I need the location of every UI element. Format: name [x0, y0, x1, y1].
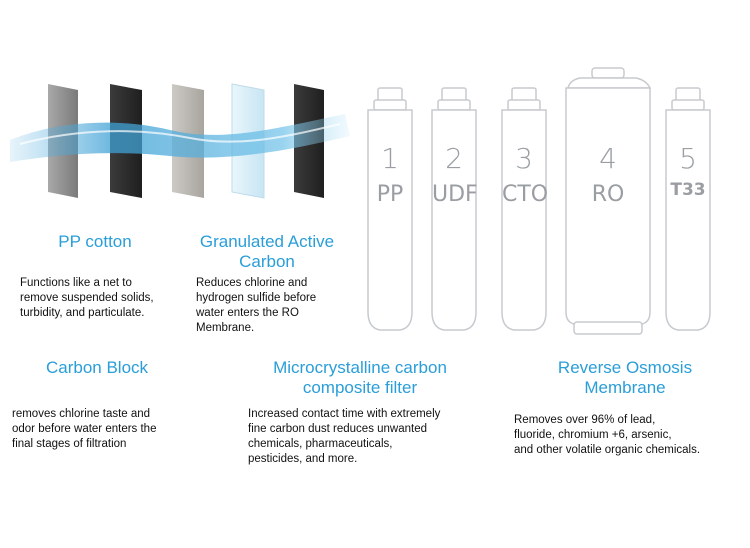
cartridge-1: [367, 87, 413, 331]
cartridge-5-code: T33: [670, 180, 706, 200]
cartridge-2-code: UDF: [432, 182, 478, 207]
water-stream: [10, 114, 350, 162]
carbon-block-title: Carbon Block: [45, 358, 149, 377]
microcrystalline-title: Microcrystalline carbon composite filter: [273, 358, 447, 397]
cartridge-4-number: 4: [599, 142, 617, 175]
cartridge-2: [431, 87, 477, 331]
cartridge-1-code: PP: [376, 182, 404, 207]
cartridge-2-number: 2: [445, 142, 463, 175]
cartridge-4-code: RO: [591, 182, 625, 207]
granulated-carbon-description: Reduces chlorine and hydrogen sulfide be…: [196, 277, 317, 334]
filter-layers-illustration: [10, 83, 350, 199]
cartridge-5: [665, 87, 711, 331]
granulated-carbon-title: Granulated Active Carbon: [199, 232, 335, 271]
cartridge-3-number: 3: [515, 142, 533, 175]
cartridge-3: [501, 87, 547, 331]
cartridge-3-code: CTO: [502, 182, 549, 207]
carbon-block-description: removes chlorine taste and odor before w…: [12, 408, 157, 450]
cartridges-illustration: [367, 67, 711, 335]
microcrystalline-description: Increased contact time with extremely fi…: [248, 408, 441, 465]
pp-cotton-description: Functions like a net to remove suspended…: [20, 277, 154, 319]
pp-cotton-title: PP cotton: [58, 232, 132, 251]
cartridge-1-number: 1: [381, 142, 399, 175]
reverse-osmosis-description: Removes over 96% of lead, fluoride, chro…: [514, 414, 701, 456]
reverse-osmosis-title: Reverse Osmosis Membrane: [557, 358, 693, 397]
water-highlight: [19, 123, 341, 145]
cartridge-5-number: 5: [679, 142, 697, 175]
cartridge-4: [565, 67, 652, 335]
